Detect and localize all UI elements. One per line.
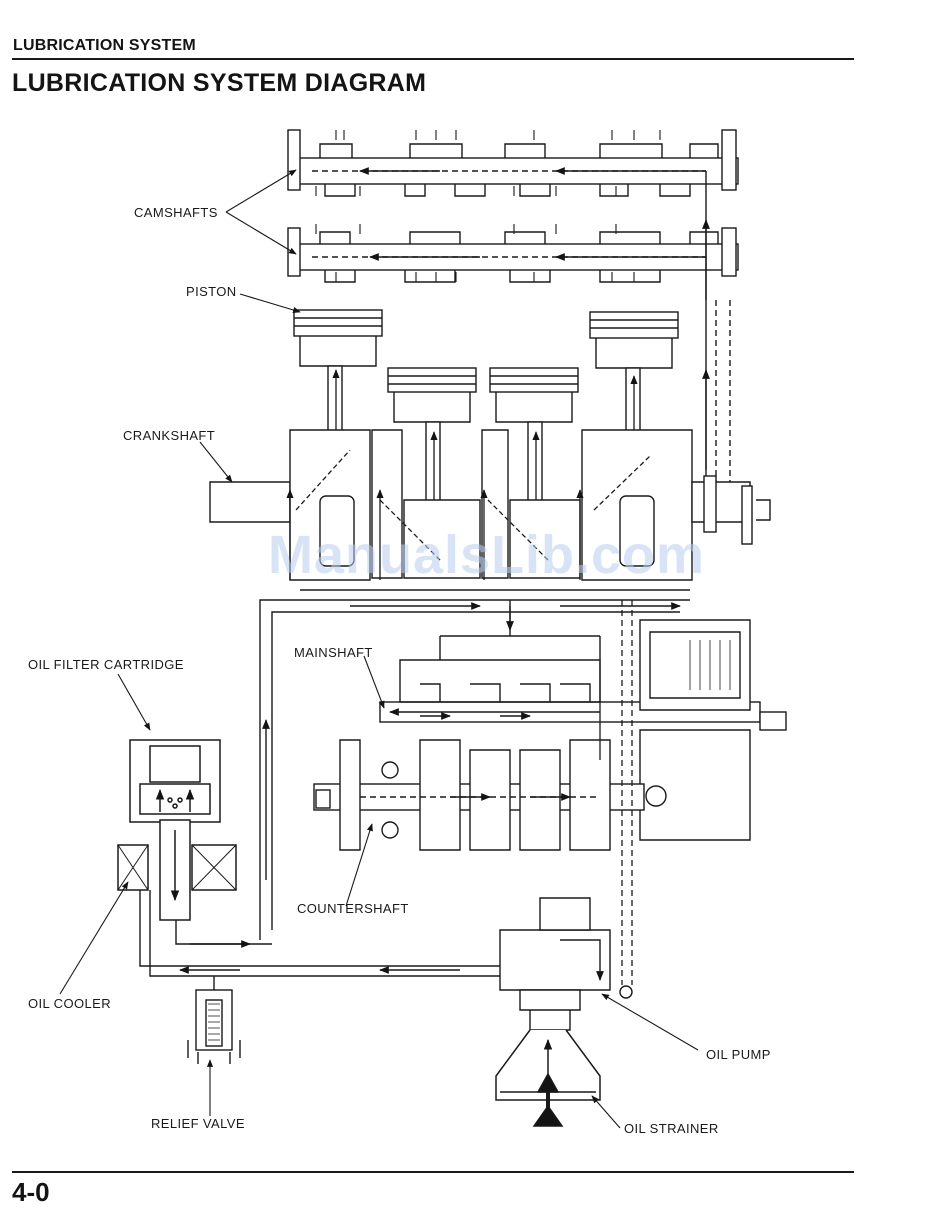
countershaft	[314, 740, 644, 850]
relief-valve	[188, 976, 240, 1064]
clutch-assembly	[640, 620, 786, 840]
label-oil-pump: OIL PUMP	[706, 1047, 771, 1062]
page-number: 4-0	[12, 1177, 50, 1208]
label-piston: PISTON	[186, 284, 237, 299]
oil-strainer	[496, 1030, 600, 1126]
footer-rule	[12, 1171, 854, 1173]
label-crankshaft: CRANKSHAFT	[123, 428, 215, 443]
camshaft-upper	[288, 130, 738, 196]
label-oil-cooler: OIL COOLER	[28, 996, 111, 1011]
oil-filter-cartridge	[130, 740, 220, 822]
label-relief-valve: RELIEF VALVE	[151, 1116, 245, 1131]
label-countershaft: COUNTERSHAFT	[297, 901, 409, 916]
oil-pump	[500, 898, 632, 1030]
cam-oil-riser	[706, 171, 730, 490]
label-mainshaft: MAINSHAFT	[294, 645, 373, 660]
label-oil-strainer: OIL STRAINER	[624, 1121, 719, 1136]
camshaft-lower	[288, 228, 738, 282]
watermark: ManualsLib.com	[268, 524, 705, 586]
oil-cooler	[118, 820, 236, 920]
label-oil-filter-cartridge: OIL FILTER CARTRIDGE	[28, 657, 184, 672]
label-camshafts: CAMSHAFTS	[134, 205, 218, 220]
piston-1	[294, 310, 382, 436]
